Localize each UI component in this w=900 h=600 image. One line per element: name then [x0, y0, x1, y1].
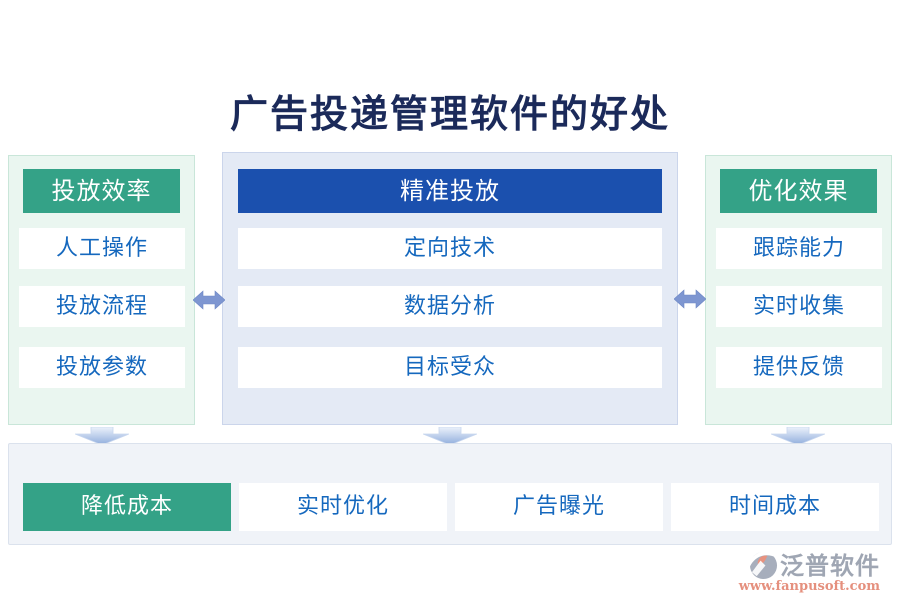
benefit-item: 时间成本: [671, 483, 879, 531]
down-arrow-icon: [423, 427, 477, 445]
benefit-item: 降低成本: [23, 483, 231, 531]
list-item: 投放参数: [19, 347, 185, 388]
benefit-item: 实时优化: [239, 483, 447, 531]
list-item: 跟踪能力: [716, 228, 882, 269]
page-title: 广告投递管理软件的好处: [229, 91, 670, 136]
panel-optimize-effect: 优化效果 跟踪能力 实时收集 提供反馈: [705, 155, 892, 425]
column-header: 投放效率: [23, 169, 180, 213]
column-header: 优化效果: [720, 169, 877, 213]
bottom-benefits-row: 降低成本 实时优化 广告曝光 时间成本: [23, 483, 879, 531]
list-item: 目标受众: [238, 347, 662, 388]
list-item: 提供反馈: [716, 347, 882, 388]
list-item: 定向技术: [238, 228, 662, 269]
panel-delivery-efficiency: 投放效率 人工操作 投放流程 投放参数: [8, 155, 195, 425]
list-item: 实时收集: [716, 286, 882, 327]
list-item: 数据分析: [238, 286, 662, 327]
column-header: 精准投放: [238, 169, 662, 213]
list-item: 投放流程: [19, 286, 185, 327]
down-arrow-icon: [75, 427, 129, 445]
brand-url: www.fanpusoft.com: [738, 579, 880, 594]
list-item: 人工操作: [19, 228, 185, 269]
benefit-item: 广告曝光: [455, 483, 663, 531]
brand-logo-icon: [749, 551, 778, 580]
brand-name: 泛普软件: [780, 550, 880, 580]
panel-precise-delivery: 精准投放 定向技术 数据分析 目标受众: [222, 152, 678, 425]
double-arrow-icon: [674, 289, 706, 309]
footer-brand: 泛普软件 www.fanpusoft.com: [739, 551, 880, 594]
down-arrow-icon: [771, 427, 825, 445]
bottom-benefits-strip: 降低成本 实时优化 广告曝光 时间成本: [8, 443, 892, 545]
double-arrow-icon: [193, 290, 225, 310]
